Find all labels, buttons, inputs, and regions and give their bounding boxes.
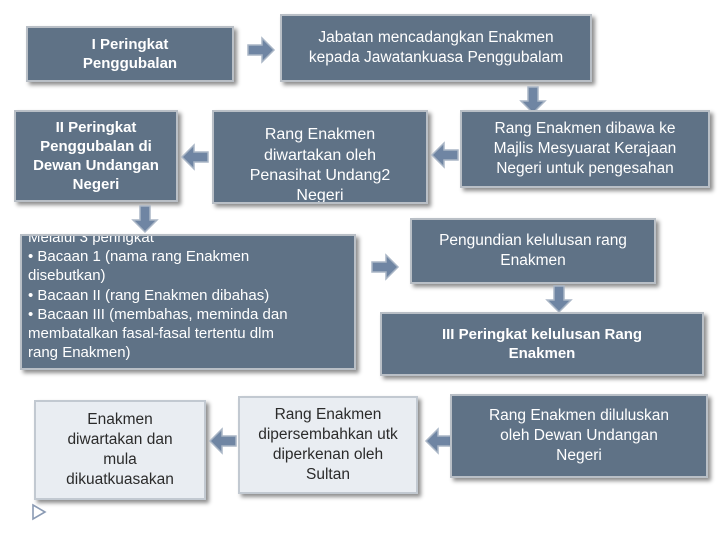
box-jabatan: Jabatan mencadangkan Enakmen kepada Jawa… [280, 14, 592, 82]
box-rang-dipersembahkan-text: Rang Enakmen dipersembahkan utk diperken… [258, 406, 398, 483]
box-rang-dibawa: Rang Enakmen dibawa ke Majlis Mesyuarat … [460, 110, 710, 188]
triangle-right-outline-icon [30, 503, 48, 521]
arrow-left-icon [180, 142, 210, 172]
box-pengundian: Pengundian kelulusan rang Enakmen [410, 218, 656, 284]
box-peringkat-2: II Peringkat Penggubalan di Dewan Undang… [14, 110, 178, 202]
box-pengundian-text: Pengundian kelulusan rang Enakmen [439, 232, 627, 269]
box-rang-diluluskan: Rang Enakmen diluluskan oleh Dewan Undan… [450, 394, 708, 478]
arrow-down-icon [518, 85, 548, 115]
box-rang-diluluskan-text: Rang Enakmen diluluskan oleh Dewan Undan… [488, 407, 670, 464]
box-melalui-3-text: Melalui 3 peringkat • Bacaan 1 (nama ran… [28, 234, 288, 362]
box-melalui-3: Melalui 3 peringkat • Bacaan 1 (nama ran… [20, 234, 356, 370]
box-rang-diwartakan-text: Rang Enakmen diwartakan oleh Penasihat U… [249, 126, 391, 204]
box-rang-dipersembahkan: Rang Enakmen dipersembahkan utk diperken… [238, 396, 418, 494]
arrow-right-icon [246, 35, 276, 65]
box-jabatan-text: Jabatan mencadangkan Enakmen kepada Jawa… [308, 29, 564, 66]
arrow-down-icon [544, 284, 574, 314]
arrow-left-icon [208, 426, 238, 456]
arrow-left-icon [424, 426, 454, 456]
arrow-left-icon [430, 140, 460, 170]
box-enakmen-diwartakan-text: Enakmen diwartakan dan mula dikuatkuasak… [66, 411, 174, 488]
box-peringkat-2-text: II Peringkat Penggubalan di Dewan Undang… [33, 118, 159, 194]
box-enakmen-diwartakan: Enakmen diwartakan dan mula dikuatkuasak… [34, 400, 206, 500]
box-peringkat-3: III Peringkat kelulusan Rang Enakmen [380, 312, 704, 376]
box-rang-dibawa-text: Rang Enakmen dibawa ke Majlis Mesyuarat … [493, 120, 677, 177]
box-rang-diwartakan: Rang Enakmen diwartakan oleh Penasihat U… [212, 110, 428, 204]
box-peringkat-1-text: I Peringkat Penggubalan [82, 35, 178, 72]
arrow-right-icon [370, 252, 400, 282]
arrow-down-icon [130, 204, 160, 234]
box-peringkat-1: I Peringkat Penggubalan [26, 26, 234, 82]
box-peringkat-3-text: III Peringkat kelulusan Rang Enakmen [441, 325, 643, 362]
